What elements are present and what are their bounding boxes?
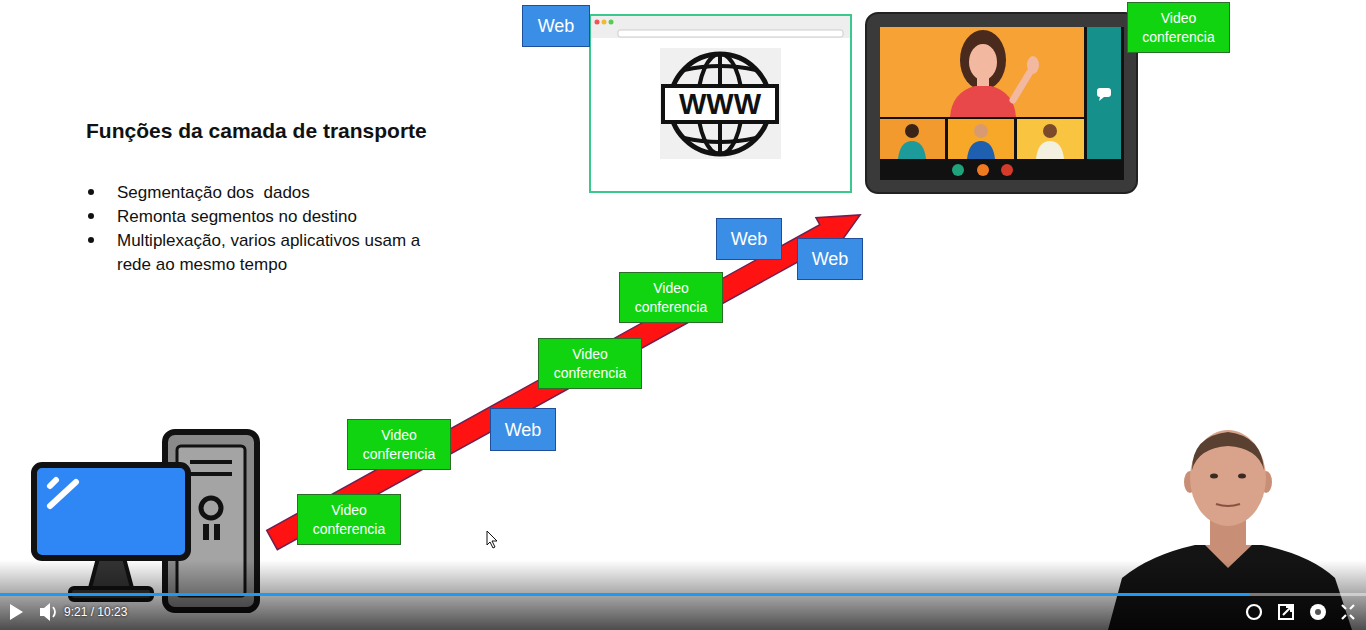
video-player-bar [1283, 607, 1291, 615]
tablet-video-call [866, 13, 1137, 193]
slide-title: Funções da camada de transporte [86, 119, 427, 143]
video-segment-box: Video conferencia [347, 419, 451, 470]
video-player-bar [53, 607, 55, 617]
video-player-bar [0, 593, 1250, 596]
tablet-video-call [880, 119, 945, 159]
transport-arrow [263, 198, 870, 556]
video-player-bar [10, 604, 23, 620]
computer-icon [50, 480, 56, 486]
video-player-bar [40, 603, 50, 621]
tablet-video-call [948, 119, 1014, 159]
video-player-bar [1247, 605, 1261, 619]
segment-label: Web [731, 228, 768, 250]
tablet-video-call [1097, 88, 1111, 97]
bullet-dot [88, 189, 94, 195]
computer-icon [214, 524, 220, 540]
bullet-dot [88, 189, 94, 243]
segment-label: Video conferencia [354, 426, 444, 464]
video-player-bar [0, 560, 1366, 630]
mouse-cursor [487, 531, 497, 548]
video-player-bar [1315, 609, 1321, 615]
tablet-video-call [950, 86, 1016, 117]
bullet-text: Segmentação dos dados [117, 181, 457, 205]
browser-window [590, 15, 851, 192]
segment-label: Video conferencia [1134, 9, 1223, 47]
browser-window [590, 15, 851, 192]
tablet-video-call [977, 164, 989, 176]
segment-label: Video conferencia [545, 345, 635, 383]
tablet-video-call [905, 124, 919, 138]
www-globe-icon [660, 48, 781, 159]
presenter-webcam [1192, 432, 1264, 470]
web-segment-box: Web [490, 408, 556, 451]
player-time: 9:21 / 10:23 [64, 605, 184, 620]
tablet-video-call [1013, 72, 1030, 100]
web-segment-box: Web [522, 5, 590, 47]
tablet-video-call [1043, 124, 1057, 138]
segment-label: Web [505, 419, 542, 441]
tablet-video-call [880, 27, 1084, 117]
browser-window [595, 20, 600, 25]
tablet-video-call [880, 27, 1124, 180]
presenter-webcam [1190, 430, 1266, 526]
www-globe-icon [684, 66, 756, 70]
browser-window [618, 30, 843, 37]
tablet-video-call [969, 44, 997, 80]
video-segment-box: Video conferencia [538, 338, 642, 389]
computer-icon [201, 498, 221, 518]
www-globe-icon [660, 48, 781, 159]
segment-label: Web [812, 248, 849, 270]
presenter-webcam [1238, 474, 1246, 479]
tablet-video-call [1036, 141, 1064, 159]
computer-icon [203, 524, 209, 540]
computer-icon [190, 472, 232, 476]
bullet-text: Multiplexação, varios aplicativos usam a… [117, 229, 452, 277]
segment-label: Video conferencia [304, 501, 394, 539]
video-segment-box: Video conferencia [297, 494, 401, 545]
bullet-text: Remonta segmentos no destino [117, 205, 457, 229]
tablet-video-call [1027, 56, 1039, 74]
mouse-cursor [487, 531, 497, 548]
video-player-bar [1310, 604, 1326, 620]
video-segment-box: Video conferencia [619, 272, 723, 323]
video-player-bar [0, 593, 1366, 596]
web-segment-box: Web [797, 238, 863, 280]
browser-window [602, 20, 607, 25]
video-segment-box: Video conferencia [1127, 2, 1230, 53]
presenter-webcam [1216, 504, 1240, 506]
video-player-bar [1279, 605, 1293, 619]
tablet-video-call [1087, 27, 1121, 159]
tablet-video-call [952, 164, 964, 176]
tablet-video-call [974, 124, 988, 138]
www-globe-icon [663, 86, 777, 122]
www-text: WWW [663, 86, 777, 122]
computer-icon [34, 465, 188, 558]
video-player-bar [1342, 605, 1354, 619]
computer-icon [190, 460, 232, 464]
web-segment-box: Web [716, 218, 782, 260]
segment-label: Web [538, 15, 575, 37]
tablet-video-call [898, 141, 926, 159]
tablet-video-call [1001, 164, 1013, 176]
bullet-dot [88, 237, 94, 243]
tablet-video-call [1017, 119, 1084, 159]
tablet-video-call [1099, 97, 1104, 101]
tablet-video-call [967, 141, 995, 159]
video-player-bar [0, 560, 1366, 630]
tablet-video-call [960, 30, 1006, 90]
segment-label: Video conferencia [626, 279, 716, 317]
bullet-dot [88, 213, 94, 219]
transport-arrow [263, 198, 870, 556]
browser-window [609, 20, 614, 25]
tablet-video-call [866, 13, 1137, 193]
browser-window [591, 16, 850, 38]
presenter-webcam [1210, 474, 1218, 479]
www-globe-icon [684, 138, 756, 142]
